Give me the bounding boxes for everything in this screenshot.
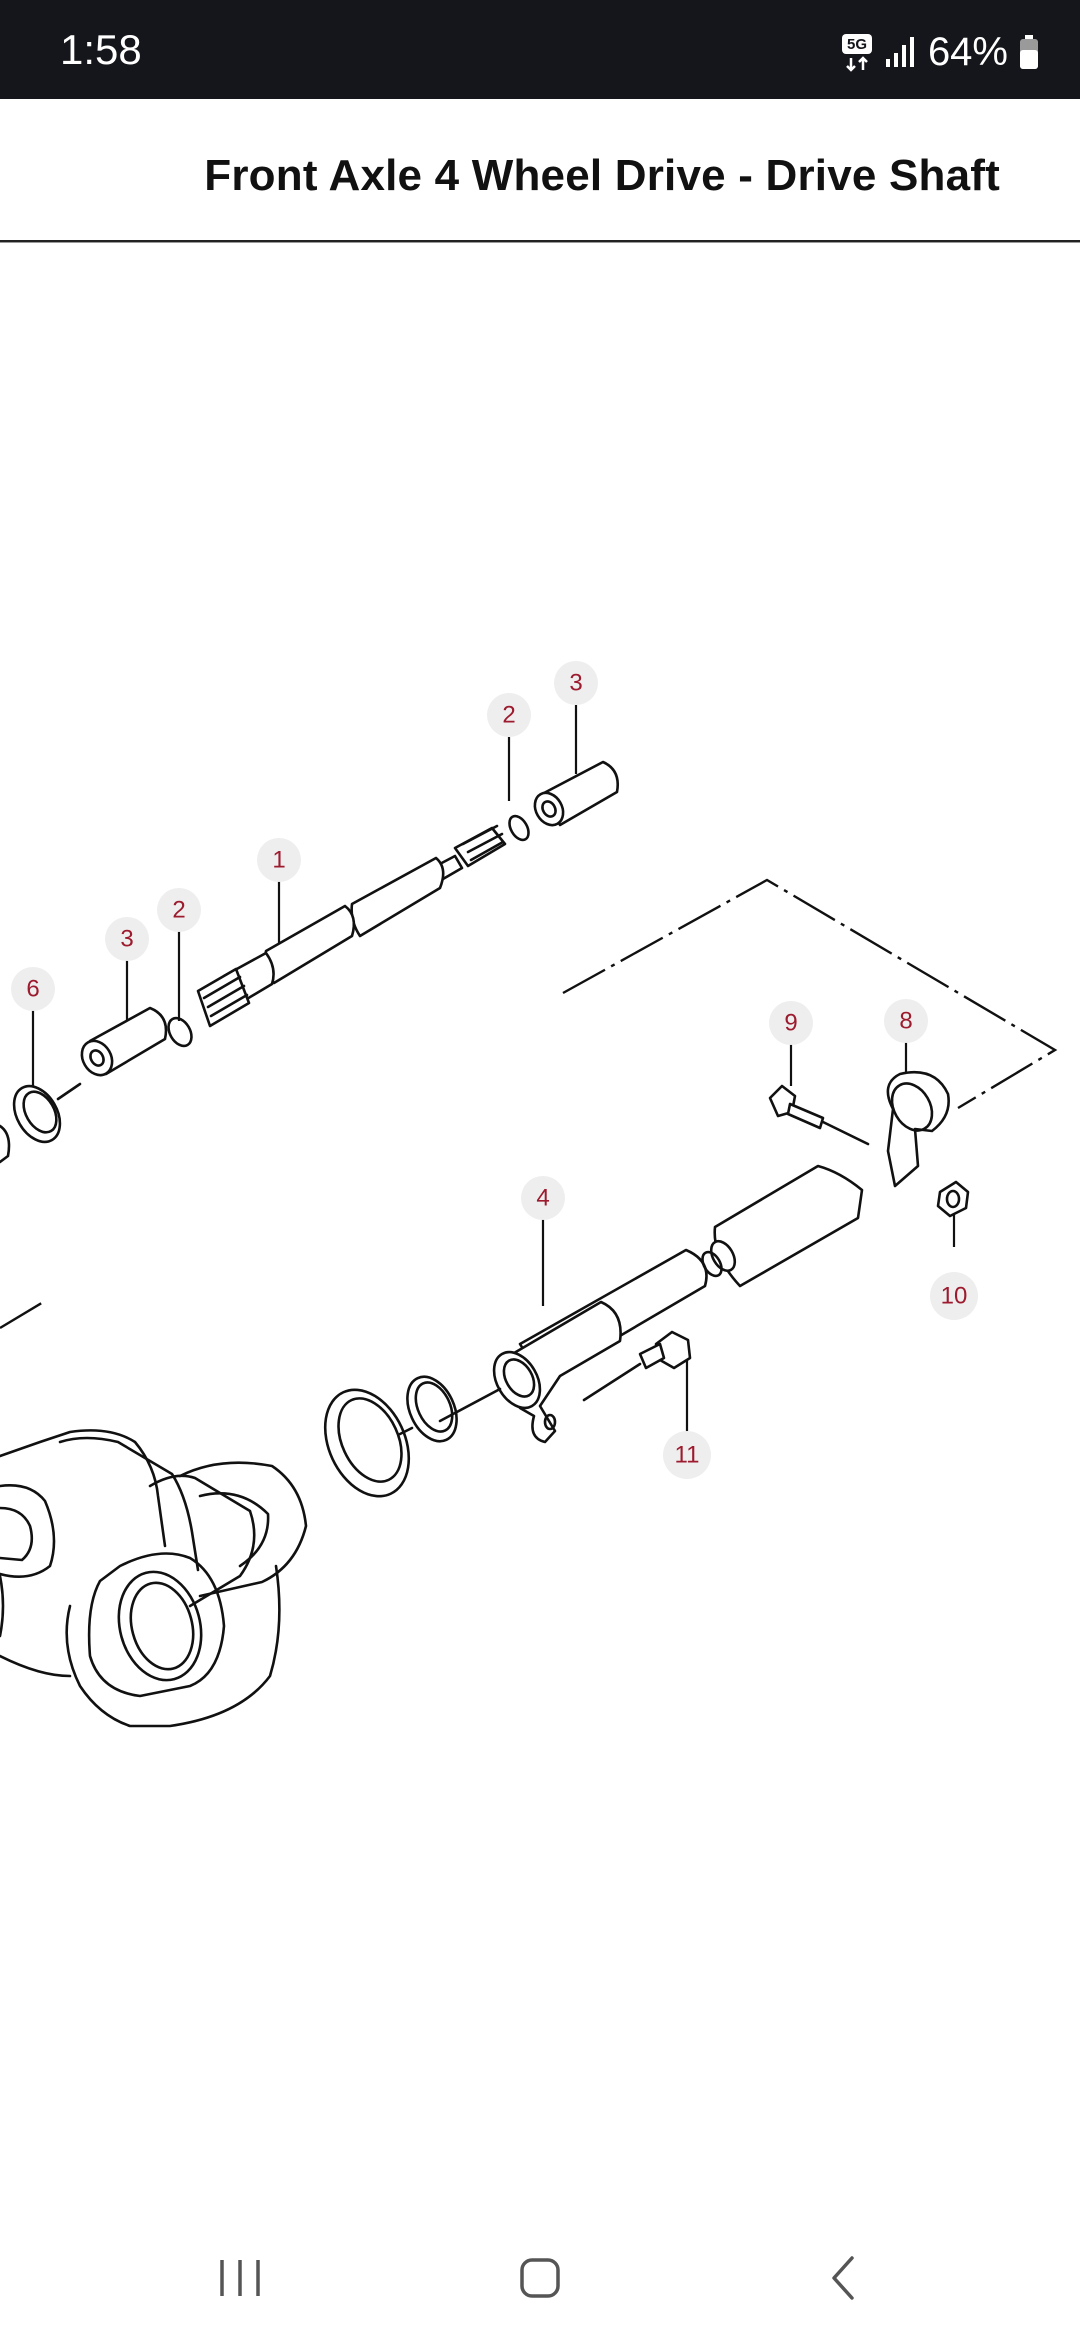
battery-percent: 64% xyxy=(927,29,1008,74)
callout-label: 1 xyxy=(272,846,285,873)
callout-label: 2 xyxy=(172,896,185,923)
callout-label: 3 xyxy=(120,925,133,952)
status-bar: 1:58 5G 64% xyxy=(0,0,1080,99)
5g-icon: 5G xyxy=(841,34,872,72)
lower-housing-assembly xyxy=(0,1070,970,1728)
callout-label: 6 xyxy=(26,975,39,1002)
home-icon[interactable] xyxy=(480,2236,600,2320)
callout-6[interactable]: 6 xyxy=(11,967,55,1011)
status-time: 1:58 xyxy=(60,26,142,73)
callout-2-top[interactable]: 2 xyxy=(487,693,531,737)
callout-3-top[interactable]: 3 xyxy=(554,661,598,705)
header-divider xyxy=(0,240,1080,243)
callout-11[interactable]: 11 xyxy=(663,1431,711,1479)
page-title: Front Axle 4 Wheel Drive - Drive Shaft xyxy=(204,151,1000,200)
callout-label: 8 xyxy=(899,1007,912,1034)
callout-label: 3 xyxy=(569,669,582,696)
callout-2-left[interactable]: 2 xyxy=(157,888,201,932)
system-nav-bar xyxy=(0,2216,1080,2340)
callout-1[interactable]: 1 xyxy=(257,838,301,882)
back-icon[interactable] xyxy=(784,2236,904,2320)
callout-label: 11 xyxy=(675,1441,700,1468)
leader-lines xyxy=(31,705,956,1454)
page-header: Front Axle 4 Wheel Drive - Drive Shaft xyxy=(0,99,1080,241)
signal-icon xyxy=(885,37,914,67)
callout-label: 9 xyxy=(784,1009,797,1036)
callout-8[interactable]: 8 xyxy=(884,999,928,1043)
recent-apps-icon[interactable] xyxy=(180,2236,300,2320)
callout-4[interactable]: 4 xyxy=(521,1176,565,1220)
network-label: 5G xyxy=(847,36,867,53)
callout-label: 4 xyxy=(536,1184,549,1211)
upper-shaft-assembly xyxy=(0,760,619,1164)
battery-icon xyxy=(1020,35,1038,69)
parts-diagram[interactable]: 3 2 1 2 3 6 9 8 4 10 11 xyxy=(0,246,1080,2216)
callout-9[interactable]: 9 xyxy=(769,1001,813,1045)
callout-3-left[interactable]: 3 xyxy=(105,917,149,961)
callout-label: 10 xyxy=(941,1282,968,1309)
callout-label: 2 xyxy=(502,701,515,728)
callout-10[interactable]: 10 xyxy=(930,1272,978,1320)
bracket-lines xyxy=(0,878,1058,1330)
status-icons: 5G 64% xyxy=(840,30,1040,74)
